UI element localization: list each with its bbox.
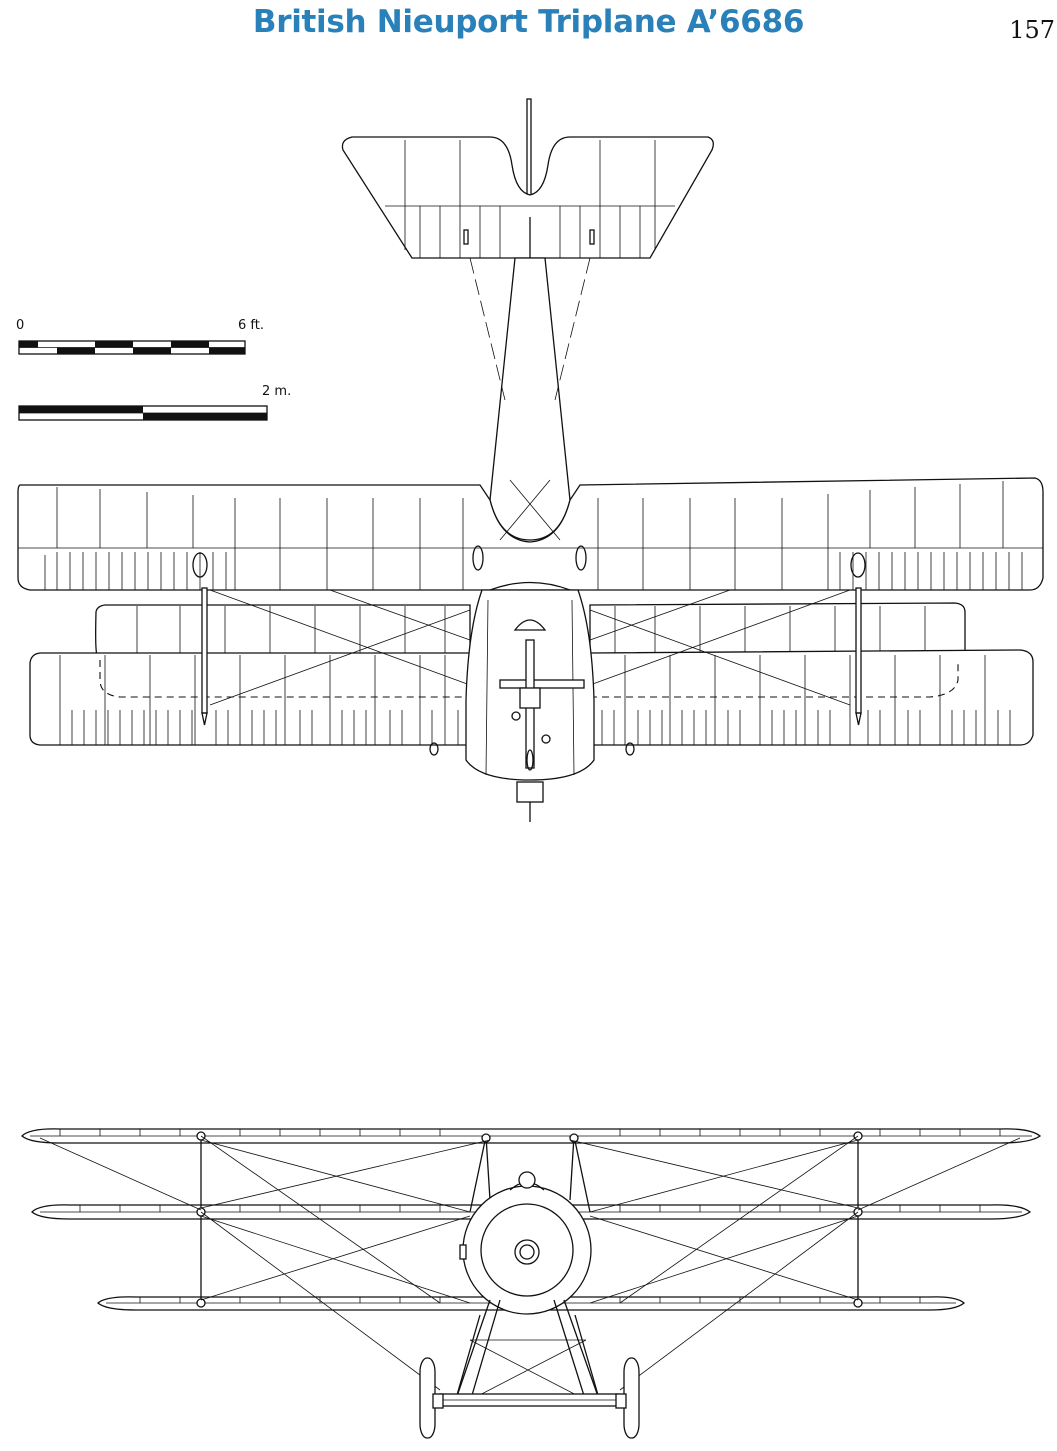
- page-title: British Nieuport Triplane A’6686: [252, 4, 805, 40]
- upper-wing: [17, 477, 1044, 591]
- scale-meters-end-label: 2 m.: [262, 384, 292, 399]
- scale-feet-start-label: 0: [16, 318, 25, 333]
- front-view: [21, 1128, 1042, 1439]
- scale-bar-meters: [18, 405, 268, 421]
- page-number: 157: [1009, 16, 1055, 44]
- lower-wing: [29, 652, 471, 746]
- tailplane: [341, 136, 714, 259]
- fuselage-rear: [489, 257, 571, 541]
- engine-cowling: [462, 1185, 592, 1315]
- scale-bar-feet: [18, 340, 246, 355]
- middle-wing: [95, 604, 471, 656]
- scale-feet-end-label: 6 ft.: [238, 318, 264, 333]
- top-view: [17, 98, 1044, 822]
